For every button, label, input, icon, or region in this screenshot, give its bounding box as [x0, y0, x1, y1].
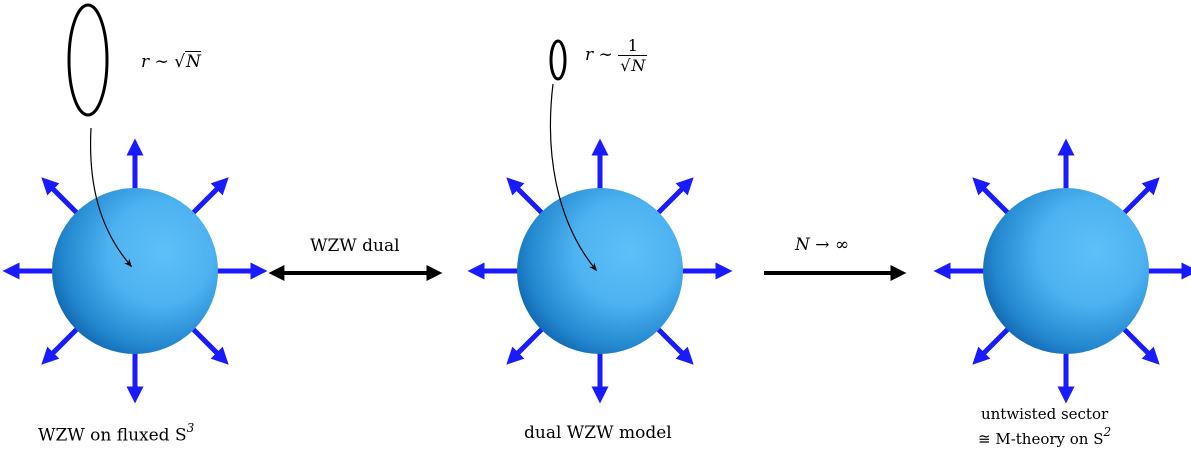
- caption-left: WZW on fluxed S3: [38, 421, 195, 446]
- radicand: N: [185, 51, 201, 72]
- limit-variable: N: [795, 235, 810, 255]
- caption-middle-text: dual WZW model: [524, 423, 672, 443]
- duality-arrow-label: WZW dual: [310, 236, 400, 256]
- limit-arrow-symbol: →: [815, 235, 830, 255]
- caption-right-line1: untwisted sector: [980, 405, 1109, 423]
- r-symbol: r: [585, 45, 594, 65]
- limit-arrow-label: N → ∞: [795, 235, 849, 255]
- sphere-middle: [517, 188, 683, 354]
- infinity-symbol: ∞: [834, 235, 850, 255]
- caption-right-superscript: 2: [1103, 425, 1112, 439]
- large-loop: [67, 3, 109, 117]
- caption-left-superscript: 3: [186, 421, 195, 435]
- duality-label-text: WZW dual: [310, 236, 400, 256]
- numerator: 1: [627, 36, 638, 55]
- radicand: N: [630, 55, 646, 75]
- r-symbol: r: [141, 52, 150, 72]
- sqrt-symbol: √: [620, 56, 631, 75]
- large-loop-label: r ∼ √N: [141, 51, 201, 72]
- fraction: 1 √N: [618, 36, 648, 75]
- small-loop-label: r ∼ 1 √N: [585, 36, 648, 75]
- sqrt-symbol: √: [174, 52, 186, 72]
- caption-right: untwisted sector ≅ M-theory on S2: [978, 404, 1111, 449]
- caption-right-line2-text: ≅ M-theory on S: [978, 430, 1104, 448]
- caption-left-text: WZW on fluxed S: [38, 425, 187, 446]
- sphere-left: [52, 188, 218, 354]
- denominator: √N: [618, 55, 648, 75]
- relation-symbol: ∼: [598, 45, 613, 65]
- caption-right-line2: ≅ M-theory on S2: [978, 424, 1111, 449]
- small-loop: [549, 39, 567, 81]
- loop-arrow-middle: [549, 83, 598, 272]
- relation-symbol: ∼: [154, 52, 169, 72]
- loop-arrow-left: [89, 127, 133, 268]
- sphere-right: [983, 188, 1149, 354]
- caption-middle: dual WZW model: [524, 423, 672, 443]
